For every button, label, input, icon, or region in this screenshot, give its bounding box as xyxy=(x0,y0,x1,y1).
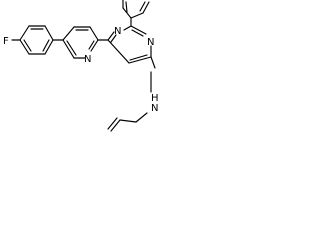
fluorophenyl-ring xyxy=(11,25,54,55)
pyrimidine-nitrogen-1-label: N xyxy=(114,26,121,37)
pyrimidine-nitrogen-3-label: N xyxy=(147,37,154,48)
pyridine-ring xyxy=(62,26,99,59)
allyl-chain xyxy=(107,112,148,132)
pyridine-nitrogen-label: N xyxy=(84,54,91,65)
pyrimidine-ring xyxy=(107,25,152,64)
fluorine-atom-label: F xyxy=(3,36,9,47)
amine-bond xyxy=(150,56,156,69)
molecule-structure-drawing: F N N N H N xyxy=(0,0,191,150)
amine-nitrogen-label: N xyxy=(151,103,158,114)
phenyl-ring xyxy=(122,0,150,19)
amine-hydrogen-label: H xyxy=(151,93,159,104)
